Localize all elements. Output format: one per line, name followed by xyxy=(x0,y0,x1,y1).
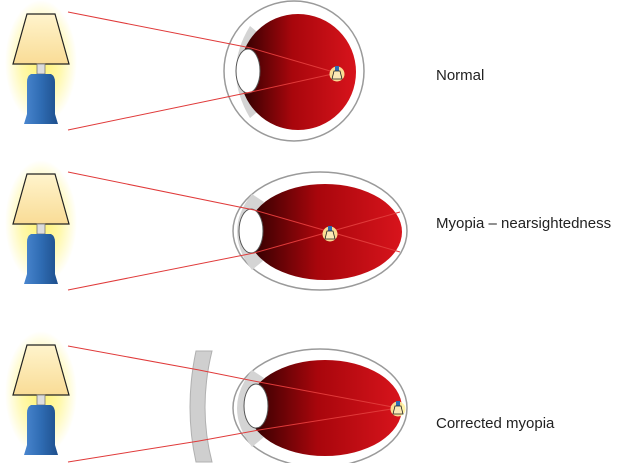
lamp-icon xyxy=(5,160,77,284)
eye-retina xyxy=(248,360,402,456)
row-corrected xyxy=(5,331,407,463)
row-normal xyxy=(5,0,364,141)
eye-lens xyxy=(236,49,260,93)
lamp-icon xyxy=(5,331,77,455)
eye-lens xyxy=(239,209,263,253)
label-myopia: Myopia – nearsightedness xyxy=(436,215,611,232)
row-myopia xyxy=(5,160,407,290)
label-normal: Normal xyxy=(436,67,484,84)
corrective-lens xyxy=(190,351,212,462)
eye-lens xyxy=(244,384,268,428)
lamp-icon xyxy=(5,0,77,124)
label-corrected-myopia: Corrected myopia xyxy=(436,415,554,432)
